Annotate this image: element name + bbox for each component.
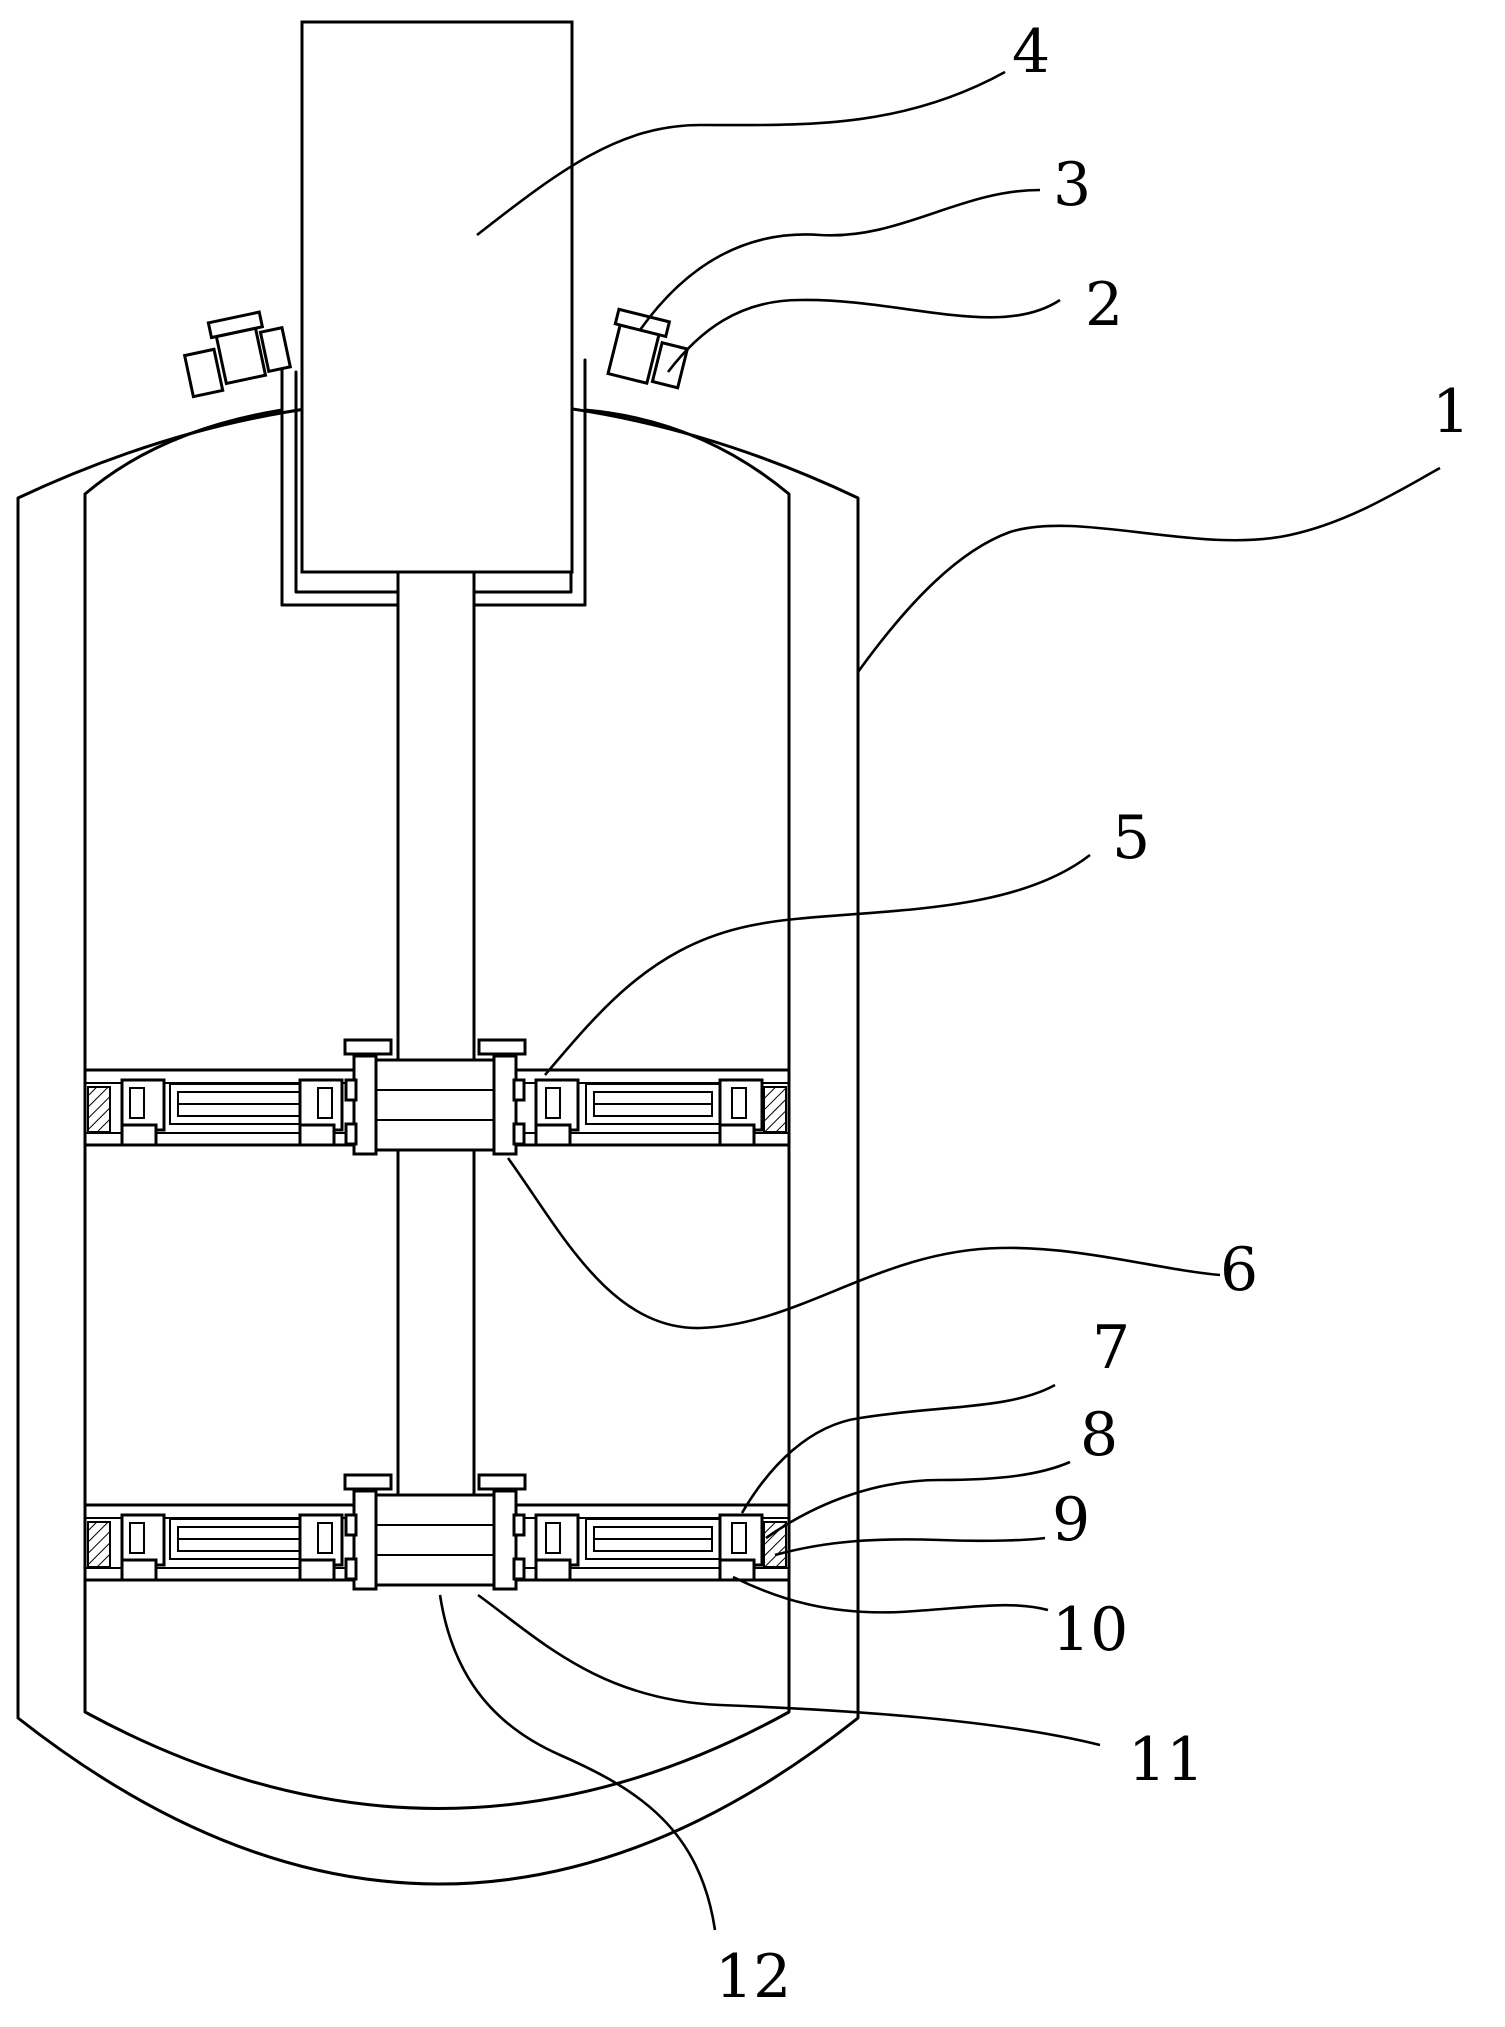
leader-lines [438,70,1441,1931]
leader-line-4 [476,70,1006,237]
left-feed-pipe [182,310,293,399]
leader-line-2 [666,298,1061,373]
motor-housing [300,20,574,574]
part-label-3: 3 [1053,150,1091,220]
leader-line-12 [438,1594,717,1931]
right-feed-pipe [606,307,690,390]
leader-line-7 [740,1383,1056,1514]
leader-line-3 [638,188,1041,331]
part-labels: 1 2 3 4 5 6 7 8 9 10 11 12 [715,17,1470,2012]
leader-line-8 [765,1460,1071,1540]
part-label-11: 11 [1128,1725,1204,1795]
leader-line-5 [544,853,1091,1076]
leader-line-11 [477,1593,1101,1747]
motor-seat [280,358,400,607]
part-label-9: 9 [1052,1485,1090,1555]
part-label-7: 7 [1092,1313,1130,1383]
leader-line-1 [856,466,1441,673]
part-label-2: 2 [1085,270,1123,340]
part-label-8: 8 [1080,1400,1118,1470]
tank-inner-wall [83,408,791,1810]
leader-line-9 [774,1536,1046,1557]
part-label-12: 12 [715,1942,791,2012]
leader-line-10 [732,1575,1049,1614]
leader-line-6 [506,1157,1221,1330]
part-label-6: 6 [1220,1235,1258,1305]
part-label-1: 1 [1432,377,1470,447]
part-label-10: 10 [1052,1595,1128,1665]
part-label-4: 4 [1012,17,1050,87]
part-label-5: 5 [1112,803,1150,873]
